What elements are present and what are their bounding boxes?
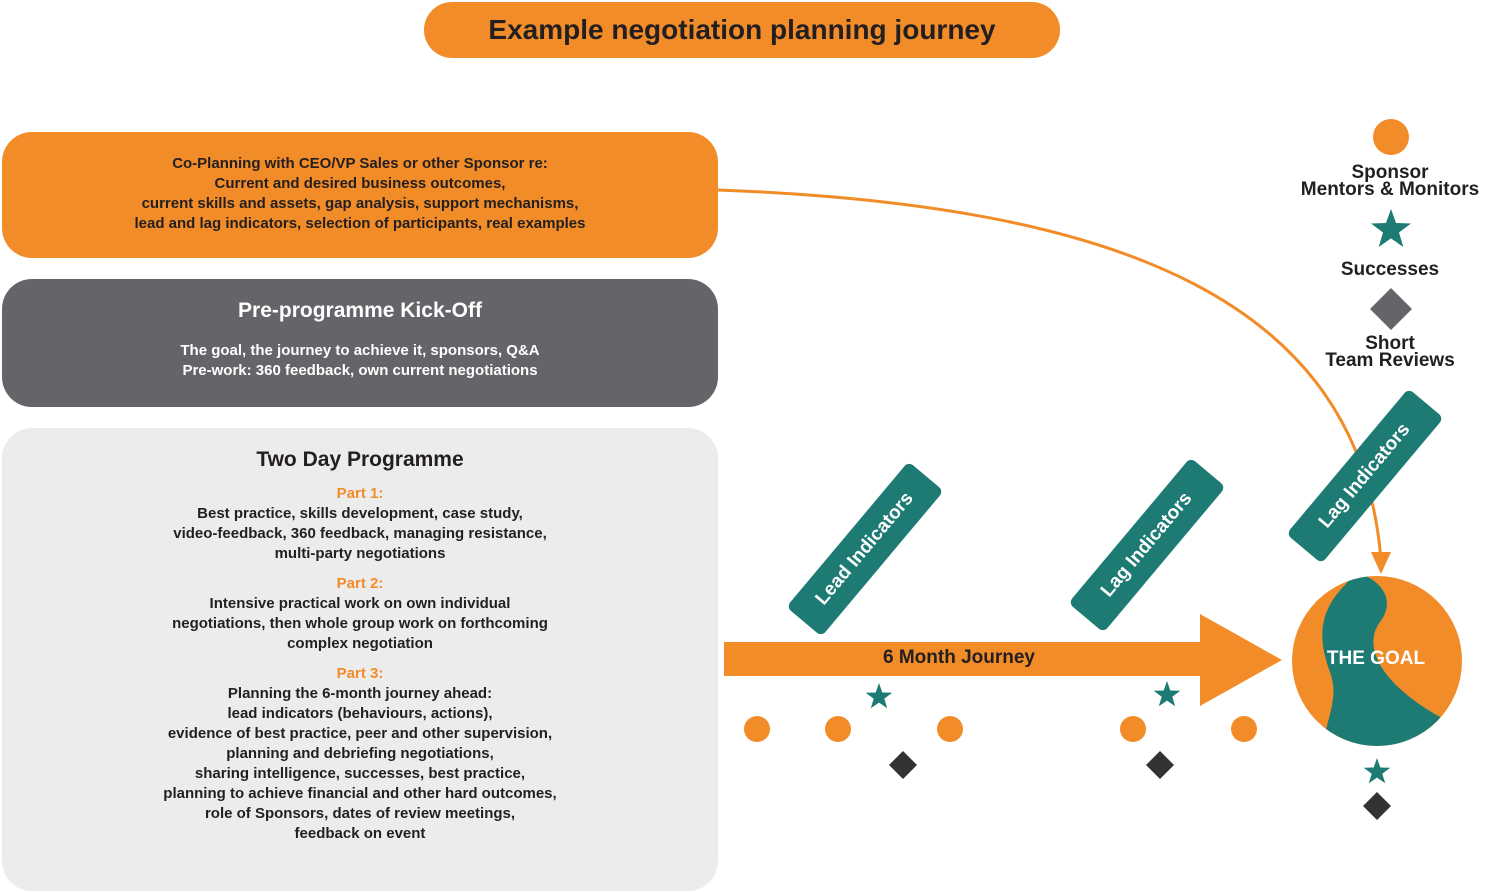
part-1-body: Best practice, skills development, case … [2, 504, 718, 564]
success-star-icon [1363, 758, 1391, 784]
journey-label: 6 Month Journey [882, 647, 1035, 668]
part-line: planning to achieve financial and other … [163, 785, 557, 802]
review-diamond-icon [889, 751, 917, 779]
legend-success-star-icon [1371, 209, 1411, 247]
legend-reviews-label: Short Team Reviews [1290, 333, 1490, 371]
connector-arrowhead-icon [1371, 552, 1391, 574]
sponsor-circle-icon [825, 716, 851, 742]
part-line: multi-party negotiations [274, 545, 446, 562]
part-1-label: Part 1: [336, 485, 384, 502]
journey-arrow-shaft [724, 642, 1204, 676]
part-3-body: Planning the 6-month journey ahead: lead… [2, 684, 718, 844]
part-line: feedback on event [294, 825, 426, 842]
part-line: role of Sponsors, dates of review meetin… [204, 805, 516, 822]
legend-sponsor-circle-icon [1373, 119, 1409, 155]
part-line: planning and debriefing negotiations, [226, 745, 494, 762]
success-star-icon [1153, 681, 1181, 707]
page-title: Example negotiation planning journey [424, 2, 1060, 58]
part-line: Intensive practical work on own individu… [209, 595, 511, 612]
part-line: Best practice, skills development, case … [197, 505, 523, 522]
legend-line: Team Reviews [1325, 350, 1455, 371]
part-line: lead indicators (behaviours, actions), [227, 705, 493, 722]
part-line: evidence of best practice, peer and othe… [167, 725, 553, 742]
part-line: video-feedback, 360 feedback, managing r… [173, 525, 547, 542]
sponsor-circle-icon [744, 716, 770, 742]
journey-arrowhead-icon [1200, 614, 1282, 706]
two-day-programme-box: Two Day Programme Part 1: Best practice,… [2, 428, 718, 891]
kickoff-line: The goal, the journey to achieve it, spo… [180, 342, 540, 359]
kickoff-box: Pre-programme Kick-Off The goal, the jou… [2, 279, 718, 407]
co-planning-box: Co-Planning with CEO/VP Sales or other S… [2, 132, 718, 258]
legend-line: Mentors & Monitors [1300, 179, 1480, 200]
legend-sponsor-label: Sponsor Mentors & Monitors [1290, 162, 1490, 200]
sponsor-circle-icon [1231, 716, 1257, 742]
part-3-label: Part 3: [336, 665, 384, 682]
goal-label: THE GOAL [1326, 648, 1426, 669]
part-2-body: Intensive practical work on own individu… [2, 594, 718, 654]
part-line: sharing intelligence, successes, best pr… [194, 765, 526, 782]
goal-river [1320, 576, 1462, 746]
sponsor-circle-icon [1120, 716, 1146, 742]
part-line: complex negotiation [287, 635, 433, 652]
kickoff-heading: Pre-programme Kick-Off [238, 299, 482, 322]
legend-successes-label: Successes [1340, 259, 1440, 280]
sponsor-connector-arrow [717, 188, 1383, 561]
sponsor-circle-icon [937, 716, 963, 742]
co-planning-line: current skills and assets, gap analysis,… [141, 195, 579, 212]
two-day-heading: Two Day Programme [256, 448, 464, 471]
part-2-label: Part 2: [336, 575, 384, 592]
legend-line: Short [1365, 333, 1415, 354]
kickoff-line: Pre-work: 360 feedback, own current nego… [182, 362, 538, 379]
legend-review-diamond-icon [1370, 288, 1412, 330]
co-planning-line: Current and desired business outcomes, [214, 175, 506, 192]
co-planning-line: Co-Planning with CEO/VP Sales or other S… [172, 155, 548, 172]
review-diamond-icon [1363, 792, 1391, 820]
part-line: negotiations, then whole group work on f… [172, 615, 548, 632]
success-star-icon [865, 683, 893, 709]
part-line: Planning the 6-month journey ahead: [227, 685, 493, 702]
co-planning-line: lead and lag indicators, selection of pa… [134, 215, 586, 232]
review-diamond-icon [1146, 751, 1174, 779]
legend-line: Sponsor [1351, 162, 1429, 183]
